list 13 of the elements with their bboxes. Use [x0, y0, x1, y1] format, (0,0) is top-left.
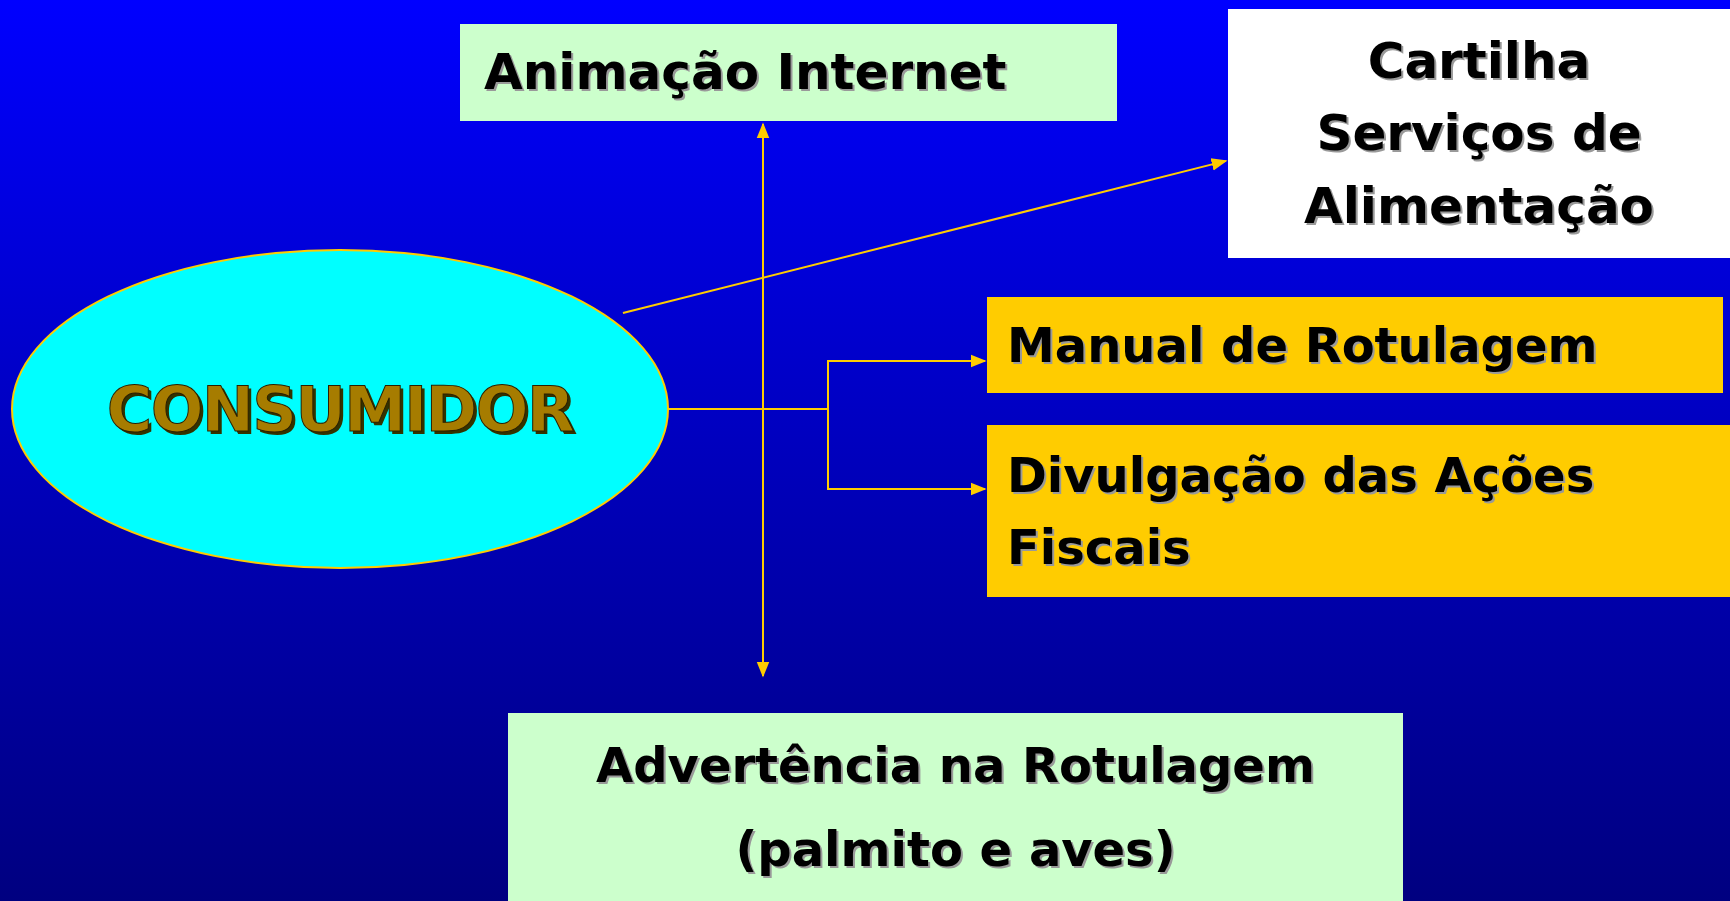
node-label: Animação Internet [484, 42, 1007, 103]
node-label: Advertência na Rotulagem [596, 736, 1315, 795]
node-label: Manual de Rotulagem [1007, 316, 1598, 375]
node-label: CONSUMIDOR [106, 371, 574, 448]
node-label: Divulgação das Ações Fiscais [1007, 446, 1596, 577]
text-box [1228, 9, 1730, 258]
text-box [508, 713, 1403, 901]
text-box [987, 297, 1723, 393]
text-box [460, 24, 1117, 121]
text-box [987, 425, 1730, 597]
node-label: (palmito e aves) [735, 820, 1176, 879]
arrow [621, 158, 1228, 314]
node-label: Cartilha Serviços de Alimentação [1303, 30, 1655, 237]
